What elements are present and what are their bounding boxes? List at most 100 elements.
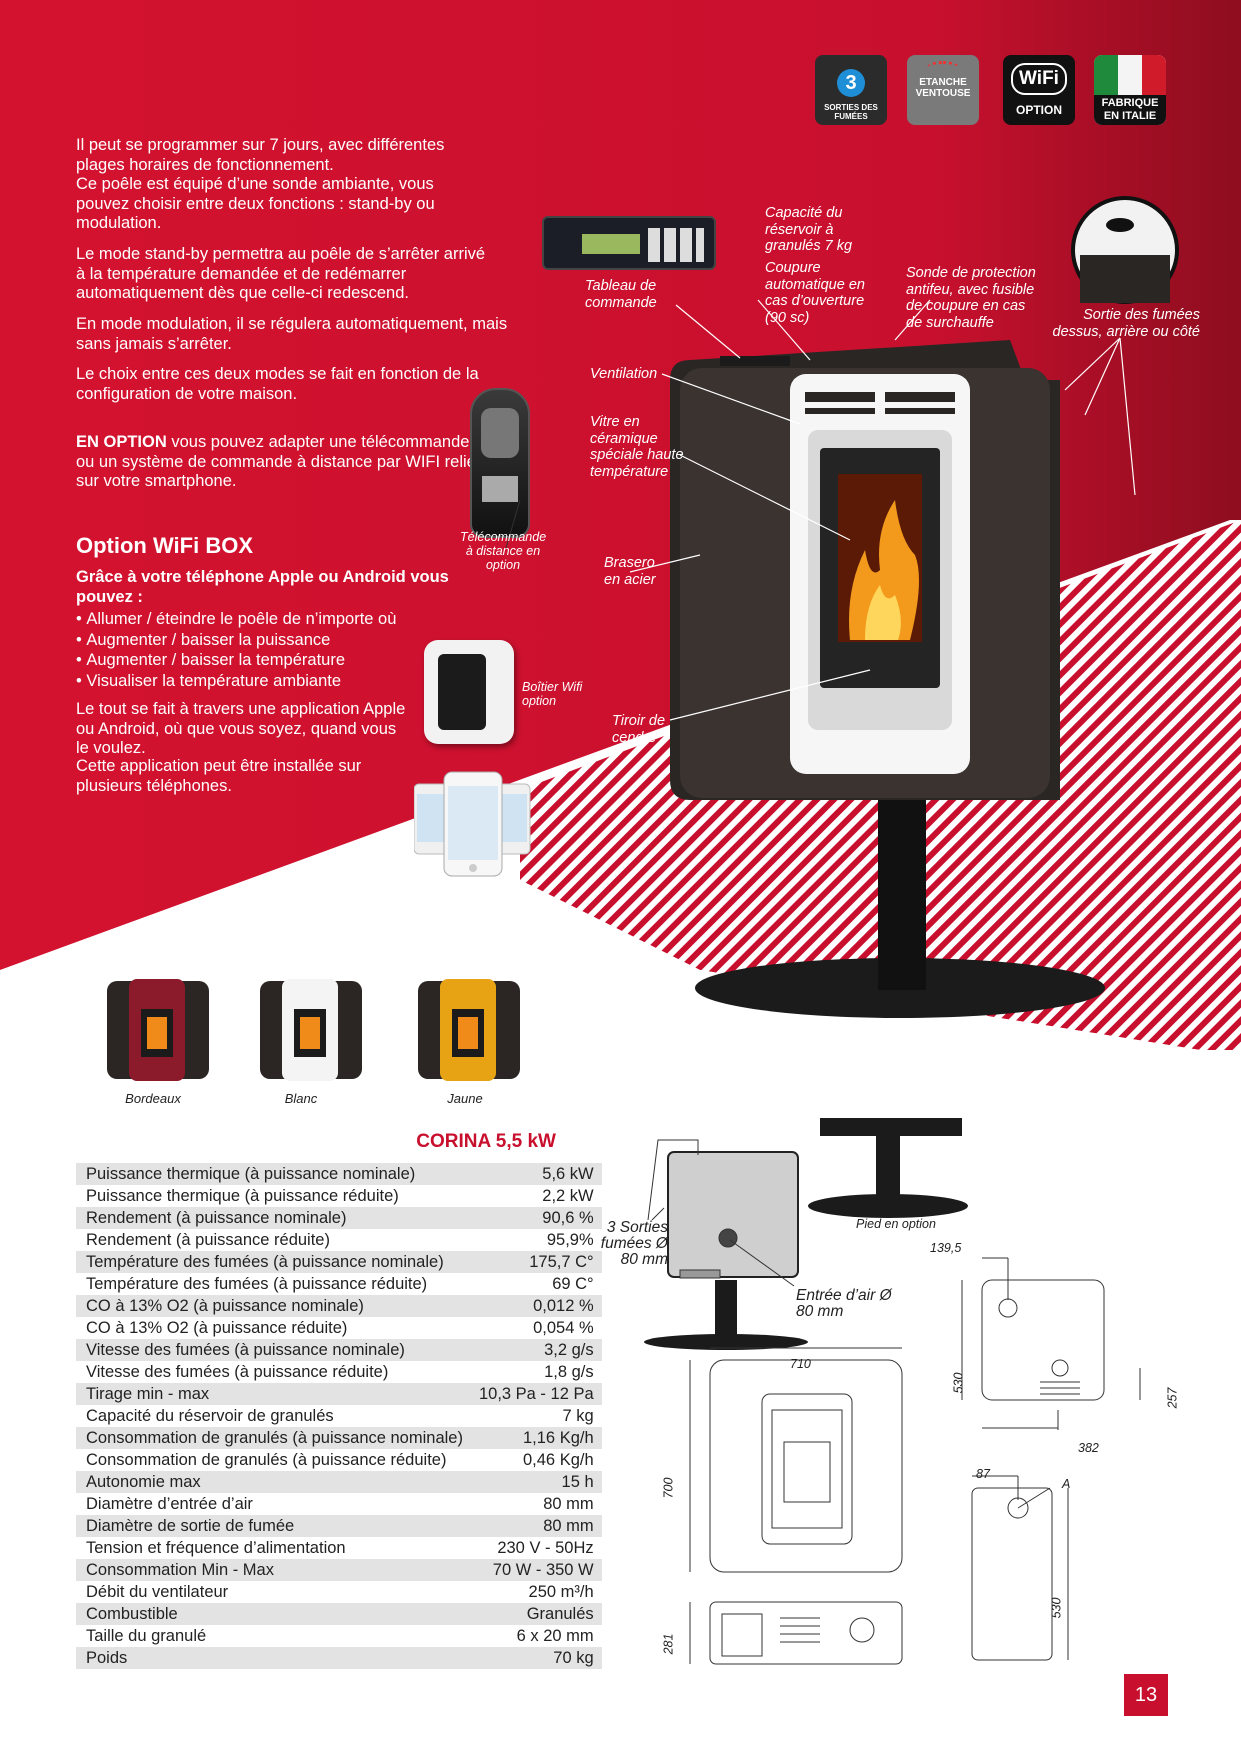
wifi-paragraph-1: Le tout se fait à travers une applicatio… — [76, 700, 406, 757]
option-strong: EN OPTION — [76, 433, 167, 451]
dim-530-side: 530 — [1049, 1597, 1064, 1619]
callout-sortie: Sortie des fumées dessus, arrière ou côt… — [1052, 307, 1201, 340]
spec-label: CO à 13% O2 (à puissance réduite) — [76, 1317, 469, 1339]
spec-label: Diamètre d’entrée d’air — [76, 1493, 469, 1515]
technical-drawings — [644, 1118, 1141, 1665]
spec-table: Puissance thermique (à puissance nominal… — [76, 1163, 602, 1669]
spec-value: 2,2 kW — [468, 1185, 602, 1207]
spec-value: 80 mm — [468, 1515, 602, 1537]
italian-flag-icon — [1094, 55, 1166, 95]
wifi-feature-list: Allumer / éteindre le poêle de n’importe… — [76, 609, 396, 691]
smartphones-image — [414, 771, 531, 877]
badge-etanche-line1: ETANCHE — [919, 77, 967, 88]
wifi-logo-icon: WiFi — [1011, 63, 1067, 95]
remote-control-image — [470, 388, 530, 538]
spec-label: Tirage min - max — [76, 1383, 469, 1405]
wifi-box-title: Option WiFi BOX — [76, 533, 253, 558]
callout-telecommande: Télécommande à distance en option — [460, 530, 547, 572]
spec-value: 80 mm — [468, 1493, 602, 1515]
spec-label: Rendement (à puissance réduite) — [76, 1229, 469, 1251]
spec-value: 5,6 kW — [468, 1163, 602, 1185]
callout-coupure: Coupure automatique en cas d’ouverture (… — [765, 260, 865, 326]
remote-keypad — [481, 408, 519, 458]
variant-label-bordeaux: Bordeaux — [125, 1091, 181, 1106]
dim-710: 710 — [790, 1357, 811, 1371]
spec-value: 0,012 % — [468, 1295, 602, 1317]
spec-label: Température des fumées (à puissance nomi… — [76, 1251, 469, 1273]
spec-value: 70 kg — [468, 1647, 602, 1669]
spec-value: 6 x 20 mm — [468, 1625, 602, 1647]
table-row: Puissance thermique (à puissance nominal… — [76, 1163, 602, 1185]
spec-label: Vitesse des fumées (à puissance nominale… — [76, 1339, 469, 1361]
dim-281: 281 — [661, 1633, 676, 1655]
spec-label: Puissance thermique (à puissance réduite… — [76, 1185, 469, 1207]
badge-fumes-text: SORTIES DES FUMÉES — [824, 103, 878, 121]
flue-outlet-inset — [1071, 196, 1179, 304]
wifi-box-face — [438, 654, 486, 730]
spec-label: CO à 13% O2 (à puissance nominale) — [76, 1295, 469, 1317]
spec-value: 250 m³/h — [468, 1581, 602, 1603]
badge-fumes-number: 3 — [837, 69, 865, 97]
spec-value: 175,7 C° — [468, 1251, 602, 1273]
dim-382: 382 — [1078, 1441, 1099, 1455]
wifi-paragraph-2: Cette application peut être installée su… — [76, 757, 362, 795]
dim-87: 87 — [976, 1467, 990, 1481]
remote-screen — [482, 476, 518, 502]
spec-label: Capacité du réservoir de granulés — [76, 1405, 469, 1427]
spec-label: Débit du ventilateur — [76, 1581, 469, 1603]
label-pied-option: Pied en option — [856, 1217, 936, 1231]
table-row: Consommation de granulés (à puissance ré… — [76, 1449, 602, 1471]
list-item: Augmenter / baisser la température — [76, 650, 396, 671]
spec-value: 0,46 Kg/h — [468, 1449, 602, 1471]
spec-label: Puissance thermique (à puissance nominal… — [76, 1163, 469, 1185]
dim-700: 700 — [661, 1477, 676, 1499]
intro-paragraph-2: Ce poêle est équipé d’une sonde ambiante… — [76, 175, 435, 232]
stove-image — [670, 340, 1105, 1018]
variant-label-jaune: Jaune — [447, 1091, 483, 1106]
spec-label: Vitesse des fumées (à puissance réduite) — [76, 1361, 469, 1383]
table-row: Température des fumées (à puissance nomi… — [76, 1251, 602, 1273]
intro-paragraph-1: Il peut se programmer sur 7 jours, avec … — [76, 136, 445, 174]
badge-etanche-icon — [927, 61, 959, 75]
dim-a: A — [1062, 1477, 1071, 1491]
callout-ventilation: Ventilation — [590, 366, 658, 382]
variant-bordeaux-image — [107, 979, 209, 1081]
callout-capacite: Capacité du réservoir à granulés 7 kg — [765, 205, 853, 254]
table-row: Consommation de granulés (à puissance no… — [76, 1427, 602, 1449]
badge-fabrique-en-italie: FABRIQUE EN ITALIE — [1094, 55, 1166, 125]
spec-label: Tension et fréquence d’alimentation — [76, 1537, 469, 1559]
wifi-box-image — [424, 640, 514, 744]
spec-value: 230 V - 50Hz — [468, 1537, 602, 1559]
spec-label: Combustible — [76, 1603, 469, 1625]
variant-blanc-image — [260, 979, 362, 1081]
spec-label: Poids — [76, 1647, 469, 1669]
spec-value: 70 W - 350 W — [468, 1559, 602, 1581]
variant-label-blanc: Blanc — [284, 1091, 318, 1106]
spec-value: 1,16 Kg/h — [468, 1427, 602, 1449]
spec-label: Consommation de granulés (à puissance no… — [76, 1427, 469, 1449]
list-item: Visualiser la température ambiante — [76, 671, 396, 692]
table-row: CO à 13% O2 (à puissance réduite)0,054 % — [76, 1317, 602, 1339]
option-rest: vous pouvez adapter une télécommande ou … — [76, 433, 476, 490]
panel-buttons — [648, 228, 704, 262]
badge-italie-line2: EN ITALIE — [1103, 110, 1157, 122]
page-number: 13 — [1124, 1674, 1168, 1716]
spec-title: CORINA 5,5 kW — [416, 1131, 556, 1152]
lcd-display — [582, 234, 640, 254]
table-row: Vitesse des fumées (à puissance réduite)… — [76, 1361, 602, 1383]
spec-value: 3,2 g/s — [468, 1339, 602, 1361]
callout-tiroir: Tiroir de cendre — [612, 713, 666, 746]
spec-value: 1,8 g/s — [468, 1361, 602, 1383]
table-row: Puissance thermique (à puissance réduite… — [76, 1185, 602, 1207]
spec-label: Rendement (à puissance nominale) — [76, 1207, 469, 1229]
spec-label: Consommation Min - Max — [76, 1559, 469, 1581]
spec-value: 7 kg — [468, 1405, 602, 1427]
table-row: Vitesse des fumées (à puissance nominale… — [76, 1339, 602, 1361]
table-row: CO à 13% O2 (à puissance nominale)0,012 … — [76, 1295, 602, 1317]
dim-139-5: 139,5 — [930, 1241, 962, 1255]
